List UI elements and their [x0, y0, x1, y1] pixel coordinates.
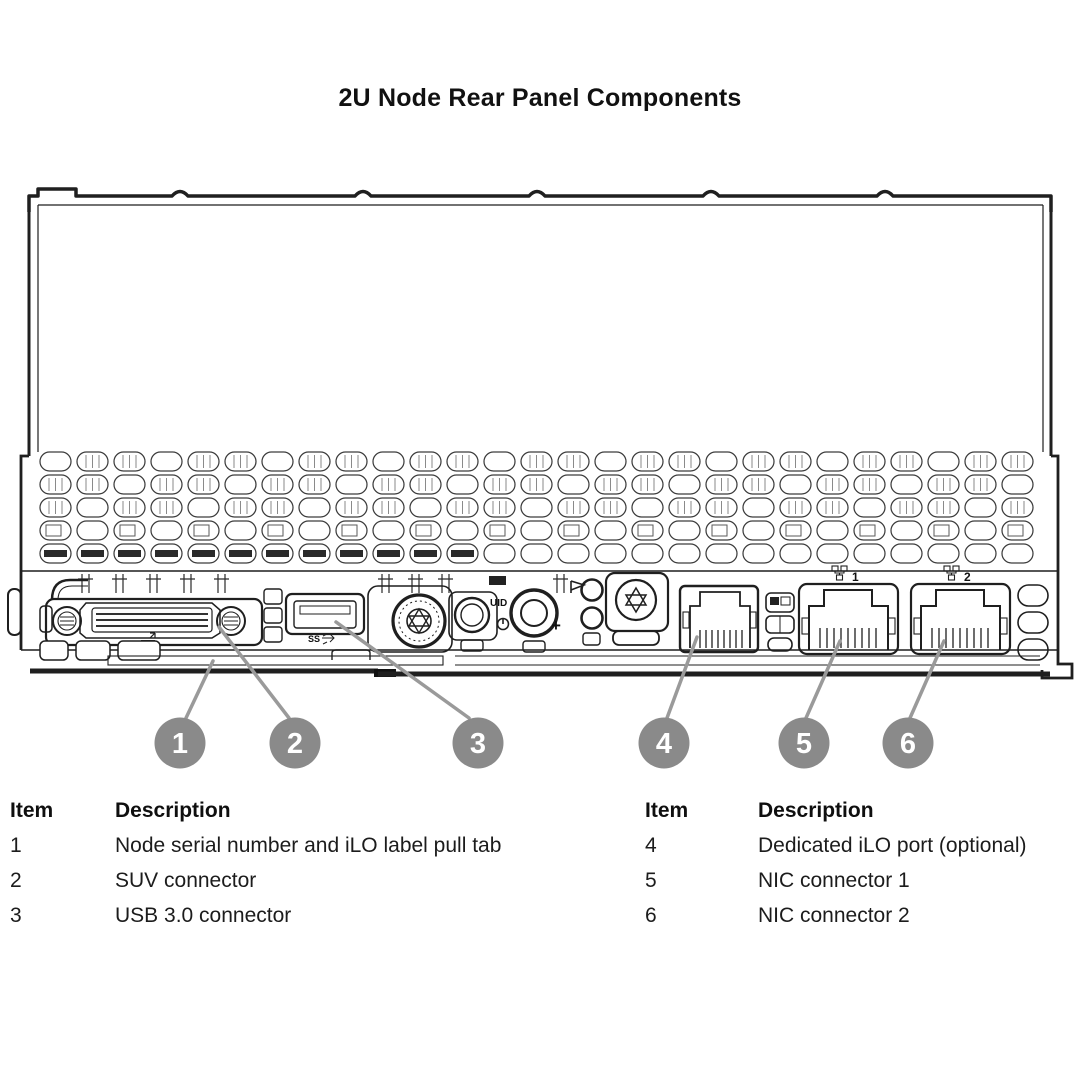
column-header-description: Description	[758, 799, 874, 822]
uid-button: UID	[490, 588, 559, 653]
connector-panel: SS UID +	[21, 565, 1058, 661]
ilo-port	[678, 584, 760, 654]
bottom-rail	[21, 640, 1058, 677]
nic1-port: 1	[797, 565, 900, 656]
nic-led-cluster	[765, 592, 795, 652]
table-row-description: USB 3.0 connector	[115, 904, 292, 927]
column-header-description: Description	[115, 799, 231, 822]
callout-4-number: 4	[656, 728, 672, 760]
column-header-item: Item	[645, 799, 689, 822]
callout-5: 5	[778, 717, 830, 769]
legend-table-left: Item Description 1 Node serial number an…	[10, 793, 570, 933]
table-row-item: 2	[10, 869, 22, 892]
right-foot-step	[1040, 642, 1074, 680]
leader-3	[334, 620, 471, 720]
callout-1-number: 1	[172, 728, 188, 760]
callout-3-number: 3	[470, 728, 486, 760]
right-pill-vents	[1017, 584, 1049, 661]
suv-connector	[39, 597, 264, 647]
pull-tab-strip	[107, 655, 444, 666]
callout-6-number: 6	[900, 728, 916, 760]
callout-6: 6	[882, 717, 934, 769]
callouts: 1 2 3 4 5 6	[154, 717, 934, 769]
callout-1: 1	[154, 717, 206, 769]
network-icon	[943, 565, 960, 581]
callout-5-number: 5	[796, 728, 812, 760]
nic1-number-label: 1	[852, 570, 859, 584]
torx-screw-bracket	[604, 571, 670, 646]
uid-label: UID	[490, 598, 507, 609]
status-led-markers: +	[551, 578, 604, 646]
nic2-port: 2	[909, 565, 1012, 656]
round-connector	[448, 591, 498, 652]
vent-grille	[39, 451, 1034, 564]
table-row-item: 4	[645, 834, 657, 857]
table-row-description: NIC connector 1	[758, 869, 910, 892]
table-row-item: 6	[645, 904, 657, 927]
table-row-description: SUV connector	[115, 869, 257, 892]
usb3-port: SS	[284, 592, 366, 645]
legend-table-right: Item Description 4 Dedicated iLO port (o…	[645, 793, 1077, 933]
table-row-item: 1	[10, 834, 22, 857]
usb3-ss-logo: SS	[308, 634, 320, 644]
table-row-description: Node serial number and iLO label pull ta…	[115, 834, 502, 857]
nic2-number-label: 2	[964, 570, 971, 584]
network-icon	[831, 565, 848, 581]
leader-lines	[184, 620, 946, 720]
callout-3: 3	[452, 717, 504, 769]
leader-5	[804, 639, 842, 720]
page-title: 2U Node Rear Panel Components	[338, 84, 742, 112]
callout-2: 2	[269, 717, 321, 769]
leader-4	[665, 635, 699, 720]
leader-1	[184, 659, 215, 720]
plus-marker: +	[551, 616, 561, 635]
table-row-item: 3	[10, 904, 22, 927]
panel-top-strip	[78, 574, 568, 593]
leader-6	[908, 639, 946, 720]
column-header-item: Item	[10, 799, 54, 822]
left-latch-bump	[7, 588, 22, 636]
table-row-description: NIC connector 2	[758, 904, 910, 927]
callout-2-number: 2	[287, 728, 303, 760]
chassis-outline	[7, 187, 1074, 680]
table-row-item: 5	[645, 869, 657, 892]
torx-dial	[367, 585, 453, 653]
table-row-description: Dedicated iLO port (optional)	[758, 834, 1027, 857]
small-port-blanks	[263, 588, 283, 643]
callout-4: 4	[638, 717, 690, 769]
leader-2	[217, 625, 291, 720]
